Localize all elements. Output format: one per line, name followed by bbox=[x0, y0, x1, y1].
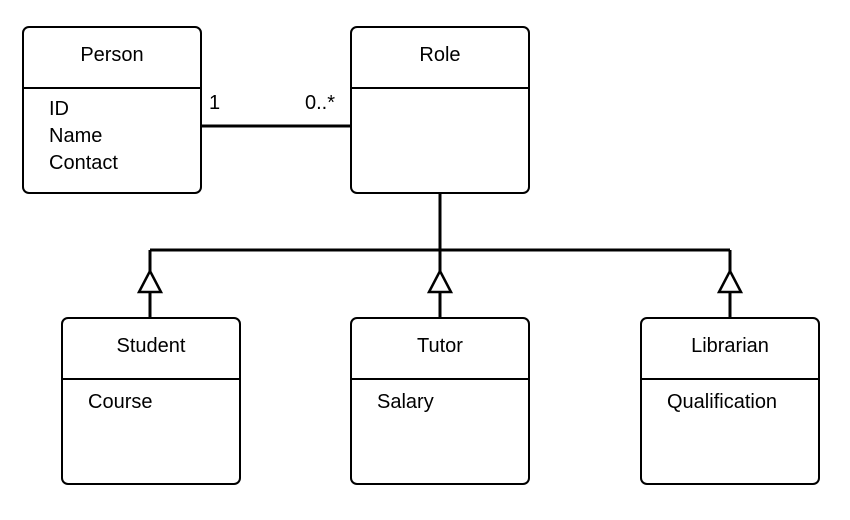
attribute: Qualification bbox=[667, 391, 778, 413]
attribute: Course bbox=[88, 391, 153, 413]
class-name: Role bbox=[352, 28, 528, 89]
class-tutor: Tutor Salary bbox=[350, 317, 530, 485]
class-person: Person ID Name Contact bbox=[22, 26, 202, 194]
attribute: Contact bbox=[49, 152, 118, 174]
class-name: Librarian bbox=[642, 319, 818, 380]
class-librarian: Librarian Qualification bbox=[640, 317, 820, 485]
class-name: Person bbox=[24, 28, 200, 89]
generalization-arrowhead-tutor bbox=[426, 268, 454, 294]
class-name: Tutor bbox=[352, 319, 528, 380]
multiplicity-role-end: 0..* bbox=[305, 92, 336, 114]
generalization-arrowhead-librarian bbox=[716, 268, 744, 294]
class-attributes: Qualification bbox=[642, 378, 818, 483]
class-attributes: ID Name Contact bbox=[24, 87, 200, 192]
class-attributes bbox=[352, 87, 528, 192]
attribute: ID bbox=[49, 98, 69, 120]
attribute: Salary bbox=[377, 391, 434, 413]
generalization-arrowhead-student bbox=[136, 268, 164, 294]
class-attributes: Salary bbox=[352, 378, 528, 483]
class-attributes: Course bbox=[63, 378, 239, 483]
attribute: Name bbox=[49, 125, 103, 147]
class-name: Student bbox=[63, 319, 239, 380]
class-role: Role bbox=[350, 26, 530, 194]
multiplicity-person-end: 1 bbox=[209, 92, 221, 114]
class-student: Student Course bbox=[61, 317, 241, 485]
